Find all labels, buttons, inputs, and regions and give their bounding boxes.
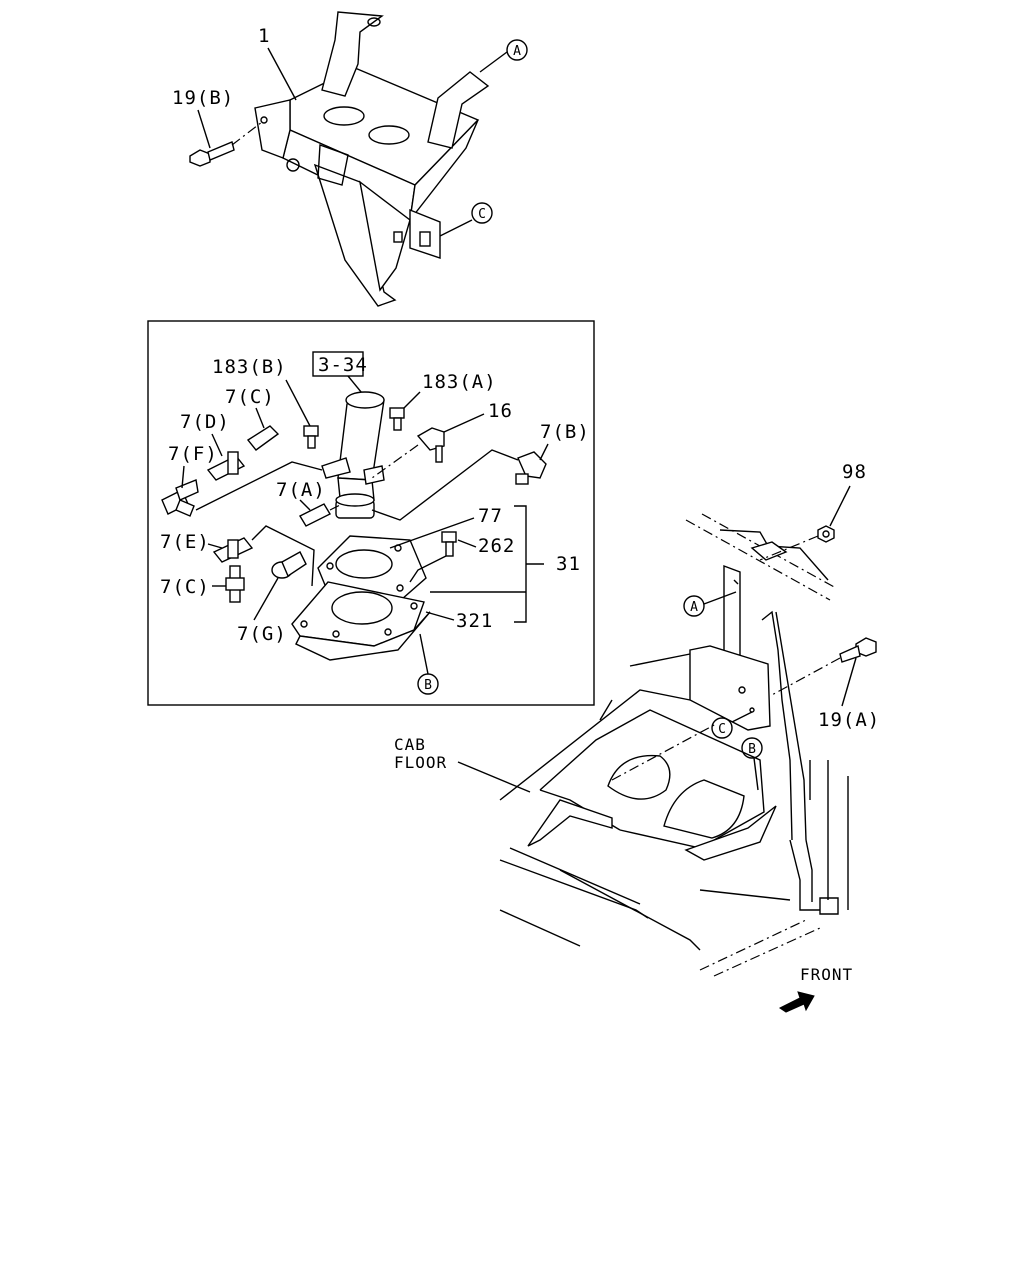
label-part-19b: 19(B)	[172, 87, 234, 109]
label-part-7a: 7(A)	[276, 479, 326, 501]
fitting-7e	[212, 537, 254, 563]
fitting-7c-lower	[225, 565, 245, 603]
svg-text:C: C	[478, 207, 486, 222]
label-part-77: 77	[478, 505, 503, 527]
bolt-262	[441, 531, 457, 557]
bolt-19b	[189, 141, 235, 167]
label-part-31: 31	[556, 553, 581, 575]
bolt-183a	[389, 407, 405, 431]
label-ref-3-34: 3-34	[318, 354, 368, 376]
label-part-7g: 7(G)	[237, 623, 287, 645]
label-part-7d: 7(D)	[180, 411, 230, 433]
bolt-19a	[839, 637, 877, 663]
hose-pipe	[321, 391, 385, 519]
label-part-7b: 7(B)	[540, 421, 590, 443]
nut-98	[817, 525, 835, 543]
label-part-321: 321	[456, 610, 493, 632]
label-part-19a: 19(A)	[818, 709, 880, 731]
cab-floor	[499, 513, 849, 977]
label-part-7c-lower: 7(C)	[160, 576, 210, 598]
fitting-16	[416, 427, 445, 463]
front-arrow-icon	[779, 991, 815, 1013]
svg-text:C: C	[718, 722, 726, 737]
label-part-183a: 183(A)	[422, 371, 497, 393]
callout-b-inset: B	[417, 673, 439, 695]
fitting-7a	[299, 503, 331, 527]
ref-box-3-34	[312, 351, 364, 377]
label-part-16: 16	[488, 400, 513, 422]
label-part-7c-upper: 7(C)	[225, 386, 275, 408]
callout-a-floor: A	[683, 595, 705, 617]
callout-c-floor: C	[711, 717, 733, 739]
callout-b-floor: B	[741, 737, 763, 759]
fitting-7d	[206, 451, 246, 481]
label-part-262: 262	[478, 535, 515, 557]
label-front: FRONT	[800, 965, 853, 984]
label-part-7f: 7(F)	[168, 443, 218, 465]
label-cab: CAB	[394, 735, 426, 754]
label-part-7e: 7(E)	[160, 531, 210, 553]
label-part-1: 1	[258, 25, 270, 47]
callout-a-top: A	[506, 39, 528, 61]
callout-c-top: C	[471, 202, 493, 224]
bracket-assembly	[254, 11, 490, 307]
fitting-7f	[161, 479, 199, 517]
bolt-183b	[303, 425, 319, 449]
inset-frame	[147, 320, 595, 706]
label-part-98: 98	[842, 461, 867, 483]
svg-text:A: A	[690, 600, 698, 615]
label-part-183b: 183(B)	[212, 356, 287, 378]
svg-text:B: B	[748, 742, 756, 757]
svg-text:A: A	[513, 44, 521, 59]
fitting-7g	[271, 551, 307, 579]
fitting-7b	[515, 451, 547, 485]
fitting-7c-upper	[246, 425, 280, 451]
svg-text:B: B	[424, 678, 432, 693]
label-floor: FLOOR	[394, 753, 447, 772]
gasket-321	[291, 581, 431, 661]
